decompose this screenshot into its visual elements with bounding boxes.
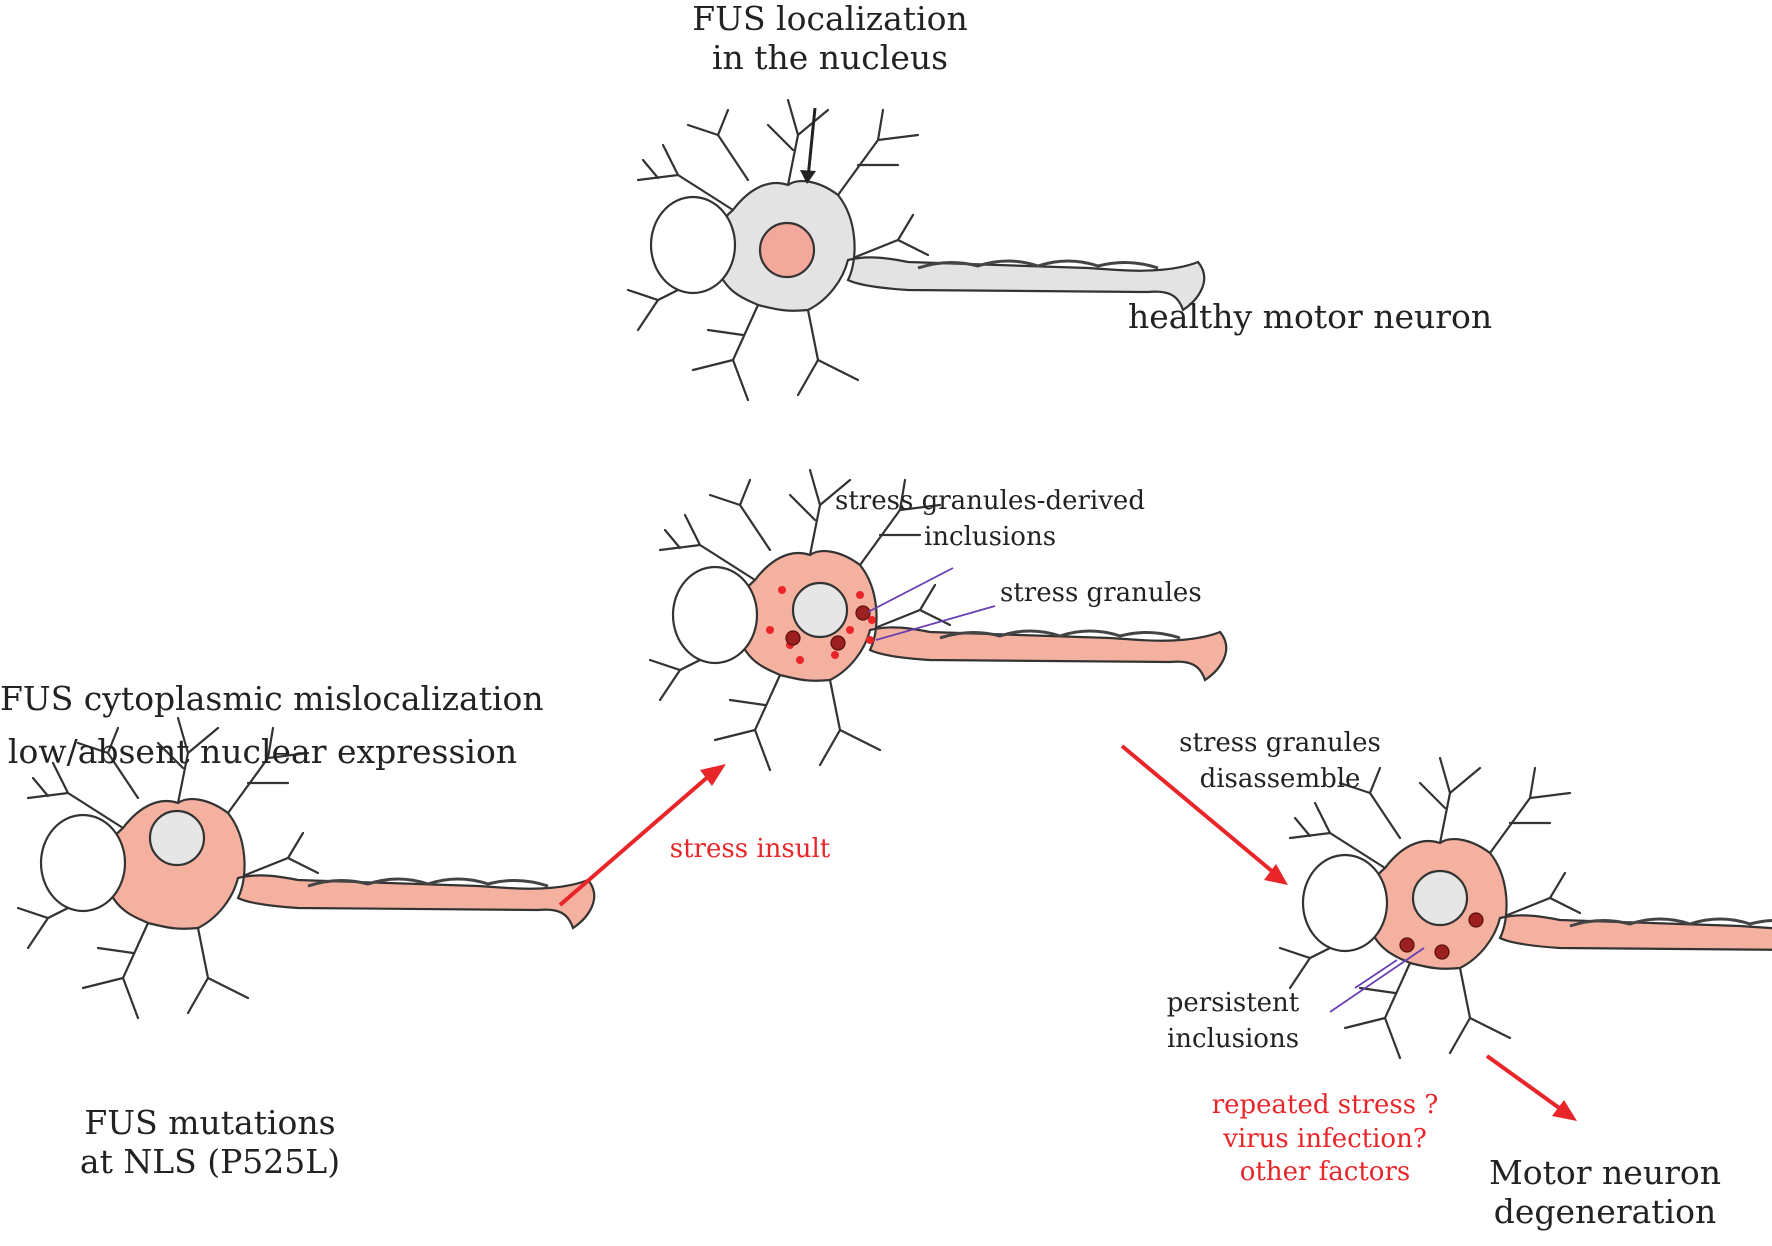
neuron-icon: [1278, 756, 1772, 1060]
arrow-degeneration: [1485, 1054, 1564, 1112]
pointer-stress-granules: [875, 605, 996, 641]
nucleus-icon: [791, 581, 849, 639]
inclusion-icon: [1399, 912, 1484, 960]
nucleus-icon: [1411, 869, 1469, 927]
label-causes: repeated stress ? virus infection? other…: [1211, 1090, 1439, 1188]
nucleus-icon: [758, 221, 816, 279]
pointer-persistent-2: [1354, 959, 1398, 989]
neuron-icon: [648, 468, 1228, 772]
stress-granule-icon: [766, 586, 876, 664]
nucleus-icon: [148, 809, 206, 867]
stressed-neuron: [648, 468, 1228, 772]
arrow-stress-insult: [558, 773, 712, 907]
label-fus-mutations: FUS mutations at NLS (P525L): [79, 1103, 341, 1181]
label-degeneration: Motor neuron degeneration: [1489, 1153, 1721, 1231]
label-persistent-inclusions: persistent inclusions: [1166, 988, 1300, 1054]
axon-myelin: [917, 259, 1159, 270]
pointer-persistent-1: [1329, 947, 1425, 1013]
inclusion-icon: [785, 605, 871, 651]
label-stress-insult: stress insult: [669, 834, 831, 864]
label-sg-inclusions: stress granules-derived inclusions: [835, 486, 1145, 552]
label-fus-localization: FUS localization in the nucleus: [692, 0, 968, 77]
label-stress-granules: stress granules: [1000, 578, 1202, 608]
persistent-neuron: [1278, 756, 1772, 1060]
label-mislocalization: FUS cytoplasmic mislocalization low/abse…: [0, 679, 544, 771]
arrow-icon: [558, 744, 1577, 1121]
neuron-icon: [626, 98, 1206, 402]
label-healthy-motor-neuron: healthy motor neuron: [1128, 297, 1493, 336]
healthy-soma: [710, 180, 1206, 312]
arrow-disassemble: [1120, 744, 1275, 874]
label-sg-disassemble: stress granules disassemble: [1179, 728, 1381, 794]
pointer-sg-inclusions: [867, 567, 954, 613]
nucleus-pointer-arrow: [806, 107, 817, 179]
healthy-neuron: [626, 98, 1206, 402]
